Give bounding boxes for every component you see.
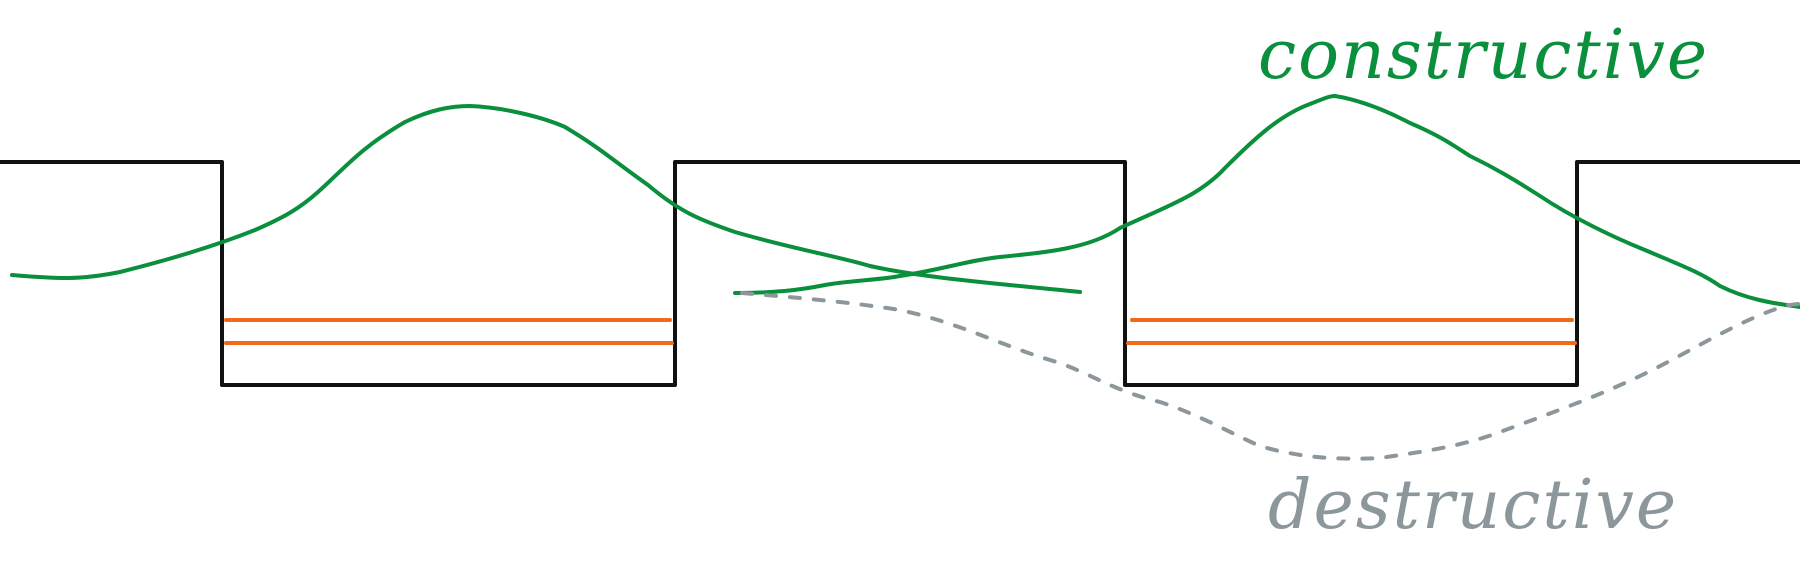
constructive-wave: [10, 104, 1082, 294]
substrate-profile: [0, 160, 1800, 387]
destructive-wave: [740, 291, 1800, 461]
label-destructive: destructive: [1268, 466, 1678, 545]
constructive-wave-right: [733, 94, 1800, 309]
label-constructive: constructive: [1258, 16, 1709, 95]
